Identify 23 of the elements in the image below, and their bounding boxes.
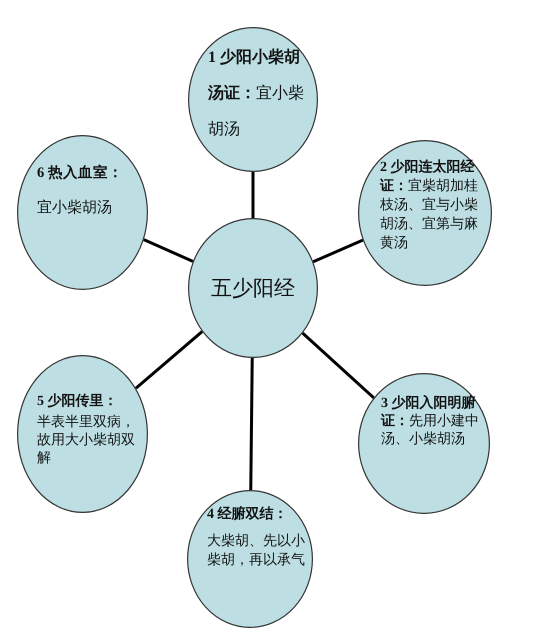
- oval-text: 1 少阳小柴胡汤证：宜小柴胡汤: [208, 47, 305, 140]
- oval-text: 大柴胡、先以小柴胡，再以承气: [207, 532, 306, 570]
- oval-text: 3 少阳入阳明腑证：先用小建中汤、小柴胡汤: [381, 395, 480, 449]
- oval-heading: 4 经腑双结：: [207, 505, 288, 524]
- oval-heading: 5 少阳传里：: [37, 392, 118, 411]
- connector-line: [134, 330, 204, 390]
- connector-line: [302, 332, 375, 399]
- connector-line: [143, 238, 194, 263]
- topic-oval: [187, 490, 313, 628]
- oval-text: 宜小柴胡汤: [37, 198, 113, 218]
- connector-line: [249, 358, 254, 490]
- oval-text: 2 少阳连太阳经证：宜柴胡加桂枝汤、宜与小柴胡汤、宜第与麻黄汤: [380, 158, 479, 253]
- central-oval: [188, 218, 318, 358]
- connector-line: [252, 172, 254, 218]
- oval-heading: 6 热入血室：: [37, 163, 124, 183]
- central-label: 五少阳经: [210, 275, 296, 302]
- topic-oval: [358, 373, 490, 514]
- topic-oval: [17, 355, 148, 513]
- topic-oval: [17, 135, 148, 290]
- topic-oval: [358, 140, 492, 286]
- connector-line: [312, 238, 364, 264]
- topic-oval: [188, 27, 318, 172]
- oval-text: 半表半里双病，故用大小柴胡双解: [37, 414, 136, 468]
